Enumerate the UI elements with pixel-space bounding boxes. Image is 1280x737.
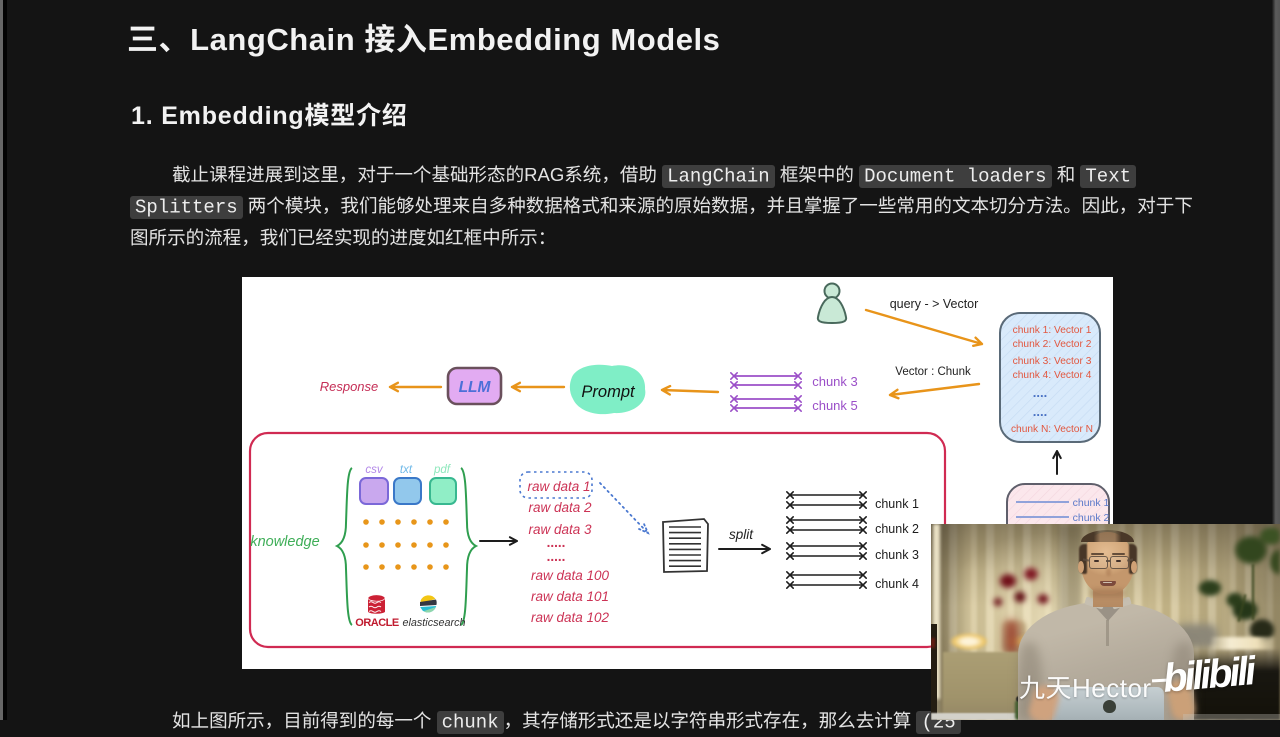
svg-text:....: ....: [1033, 404, 1047, 419]
svg-text:chunk 3: Vector 3: chunk 3: Vector 3: [1013, 356, 1092, 367]
svg-text:LLM: LLM: [459, 379, 492, 396]
svg-text:chunk 1: chunk 1: [875, 497, 919, 511]
svg-text:chunk 2: Vector 2: chunk 2: Vector 2: [1013, 339, 1092, 350]
svg-text:csv: csv: [365, 464, 384, 476]
svg-text:ORACLE: ORACLE: [355, 617, 399, 629]
svg-text:query - > Vector: query - > Vector: [890, 297, 979, 311]
svg-text:chunk 3: chunk 3: [812, 374, 858, 389]
svg-text:Response: Response: [320, 379, 379, 394]
svg-text:chunk 2: chunk 2: [1073, 512, 1110, 524]
svg-text:raw data 3: raw data 3: [528, 522, 592, 537]
svg-text:....: ....: [1033, 385, 1047, 400]
svg-text:chunk 5: chunk 5: [812, 398, 858, 413]
svg-text:Vector : Chunk: Vector : Chunk: [895, 366, 971, 378]
svg-text:raw data 100: raw data 100: [531, 568, 610, 583]
svg-text:chunk 4: Vector 4: chunk 4: Vector 4: [1013, 370, 1092, 381]
svg-text:pdf: pdf: [433, 464, 452, 476]
svg-text:knowledge: knowledge: [250, 534, 319, 550]
svg-text:chunk 3: chunk 3: [875, 548, 919, 562]
svg-text:Prompt: Prompt: [581, 383, 636, 401]
svg-text:chunk 1: Vector 1: chunk 1: Vector 1: [1013, 325, 1092, 336]
svg-text:txt: txt: [400, 464, 413, 476]
svg-text:raw data 2: raw data 2: [528, 500, 592, 515]
svg-text:chunk 2: chunk 2: [875, 522, 919, 536]
svg-text:split: split: [729, 527, 754, 542]
svg-text:raw data 102: raw data 102: [531, 610, 610, 625]
svg-text:.....: .....: [547, 535, 566, 550]
svg-text:chunk 4: chunk 4: [875, 577, 919, 591]
svg-text:chunk 1: chunk 1: [1073, 497, 1110, 509]
svg-text:.....: .....: [547, 549, 566, 564]
svg-text:elasticsearch: elasticsearch: [402, 617, 465, 629]
svg-text:chunk N: Vector N: chunk N: Vector N: [1011, 424, 1093, 435]
svg-text:raw data 1: raw data 1: [527, 479, 590, 494]
svg-text:raw data 101: raw data 101: [531, 589, 609, 604]
